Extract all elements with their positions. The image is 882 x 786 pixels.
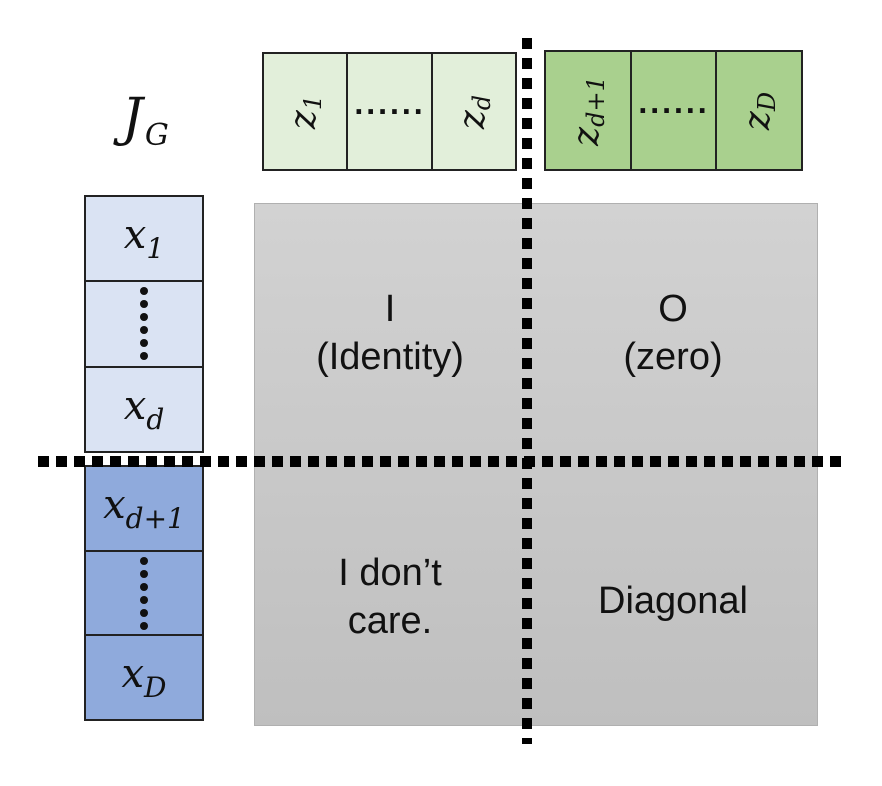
input-cell-ellipsis <box>86 552 202 637</box>
input-cell-ellipsis <box>86 282 202 368</box>
title-subscript: G <box>144 118 169 153</box>
vertical-dotted-divider <box>522 38 532 744</box>
quadrant-label: (zero) <box>623 335 723 378</box>
horizontal-dotted-divider <box>38 456 844 467</box>
input-sub: d+1 <box>125 501 185 535</box>
input-cell-xD: xD <box>86 636 202 719</box>
latent-sub: d <box>467 94 496 110</box>
quadrant-symbol: I <box>384 288 396 330</box>
input-var: x <box>103 481 126 528</box>
input-sub: 1 <box>146 232 165 266</box>
latent-cell-zd1: zd+1 <box>546 52 632 169</box>
horizontal-ellipsis-icon: ...... <box>637 89 710 120</box>
input-block-first: x1 xd <box>84 195 204 453</box>
input-var: x <box>121 651 145 698</box>
latent-block-second: zd+1 ...... zD <box>544 50 803 171</box>
input-block-second: xd+1 xD <box>84 465 204 721</box>
quadrant-symbol: O <box>658 288 688 330</box>
latent-cell-zD: zD <box>717 52 801 169</box>
quadrant-label: Diagonal <box>598 580 748 622</box>
quadrant-label: (Identity) <box>316 335 464 378</box>
latent-sub: D <box>753 91 782 111</box>
horizontal-ellipsis-icon: ...... <box>353 90 426 121</box>
vertical-ellipsis-icon <box>140 556 148 630</box>
input-cell-xd1: xd+1 <box>86 467 202 552</box>
latent-var: z <box>737 110 779 130</box>
quadrant-bottom-left: I don’t care. <box>254 550 526 645</box>
jacobian-title: JG <box>122 92 169 151</box>
quadrant-bottom-right: Diagonal <box>528 578 818 626</box>
input-cell-x1: x1 <box>86 197 202 283</box>
input-sub: D <box>144 671 167 705</box>
latent-cell-ellipsis: ...... <box>348 54 433 169</box>
input-cell-xd: xd <box>86 368 202 451</box>
latent-cell-ellipsis: ...... <box>632 52 718 169</box>
input-sub: d <box>146 402 165 436</box>
input-var: x <box>123 382 147 429</box>
latent-cell-zd: zd <box>433 54 515 169</box>
latent-var: z <box>451 109 493 129</box>
quadrant-label-line1: I don’t <box>338 552 442 594</box>
input-var: x <box>123 212 147 259</box>
quadrant-top-left: I (Identity) <box>254 286 526 381</box>
title-main: J <box>122 88 143 148</box>
latent-sub: d+1 <box>581 75 610 127</box>
vertical-ellipsis-icon <box>140 287 148 361</box>
latent-var: z <box>283 109 325 129</box>
latent-block-first: z1 ...... zd <box>262 52 517 171</box>
quadrant-label-line2: care. <box>347 599 433 642</box>
latent-var: z <box>565 126 607 146</box>
quadrant-top-right: O (zero) <box>528 286 818 381</box>
latent-cell-z1: z1 <box>264 54 349 169</box>
latent-sub: 1 <box>299 94 328 110</box>
